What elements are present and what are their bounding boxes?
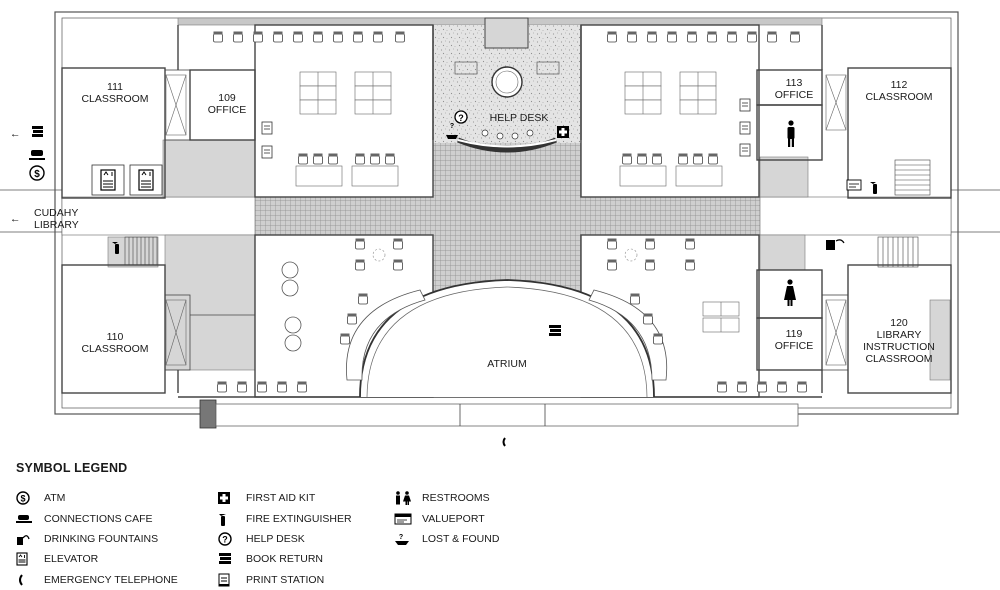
help-desk-counter (454, 61, 560, 153)
legend-item-cafe: CONNECTIONS CAFE (14, 508, 178, 528)
elevator-icon (14, 552, 44, 566)
valueport-icon (846, 179, 862, 191)
shaft-boxes (165, 74, 847, 366)
svg-text:?: ? (450, 123, 454, 130)
help-desk-icon: ? (216, 532, 246, 546)
room-112-number: 112 (891, 79, 908, 91)
legend-label: RESTROOMS (422, 492, 490, 505)
arrow-west-icon: ← (10, 213, 21, 225)
legend-item-extinguisher: FIRE EXTINGUISHER (216, 508, 352, 528)
room-119-name: OFFICE (775, 340, 814, 352)
room-110-name: CLASSROOM (81, 343, 148, 355)
legend-item-print-station: PRINT STATION (216, 570, 352, 590)
legend-column-1: $ ATM CONNECTIONS CAFE DRINKING FOUNTAIN… (14, 488, 178, 590)
legend-label: EMERGENCY TELEPHONE (44, 573, 178, 586)
room-113-name: OFFICE (775, 89, 814, 101)
room-112-name: CLASSROOM (865, 91, 932, 103)
legend-item-valueport: VALUEPORT (392, 508, 499, 528)
room-120-number: 120 (890, 317, 908, 329)
service-areas (107, 139, 951, 381)
legend-item-restrooms: RESTROOMS (392, 488, 499, 508)
elevator-icon (91, 164, 163, 196)
help-desk-icon: ? (454, 110, 468, 124)
first-aid-icon (557, 126, 569, 138)
room-111-number: 111 (107, 81, 123, 93)
legend-label: HELP DESK (246, 532, 305, 545)
cudahy-label-line2: LIBRARY (34, 219, 79, 231)
drinking-fountain-icon (14, 532, 44, 546)
room-120-line2: INSTRUCTION (863, 341, 935, 353)
central-hall (433, 140, 581, 295)
symbol-legend: SYMBOL LEGEND $ ATM CONNECTIONS CAFE DRI… (14, 460, 614, 587)
book-return-icon (216, 553, 246, 565)
legend-item-book-return: BOOK RETURN (216, 549, 352, 569)
fire-extinguisher-icon (216, 512, 246, 526)
help-desk-label: HELP DESK (490, 112, 549, 124)
svg-text:?: ? (458, 113, 464, 123)
fire-extinguisher-icon (112, 182, 877, 254)
legend-item-elevator: ELEVATOR (14, 549, 178, 569)
first-aid-icon (216, 492, 246, 505)
drinking-fountain-icon (826, 239, 845, 250)
restroom-icon (392, 491, 422, 506)
book-return-icon (32, 126, 43, 137)
furniture-east-south (607, 238, 807, 393)
legend-label: DRINKING FOUNTAINS (44, 532, 159, 545)
room-120-line1: LIBRARY (877, 329, 922, 341)
furniture-east-north (607, 31, 800, 187)
svg-text:?: ? (222, 534, 228, 544)
atm-icon: $ (14, 491, 44, 505)
legend-label: ATM (44, 492, 66, 505)
telephone-icon (14, 573, 44, 587)
restroom-icon (784, 120, 796, 306)
print-station-icon (216, 573, 246, 587)
legend-label: PRINT STATION (246, 573, 325, 586)
room-109-number: 109 (218, 92, 236, 104)
room-119-number: 119 (786, 328, 803, 340)
atrium-label: ATRIUM (487, 358, 526, 370)
book-return-icon (549, 325, 561, 336)
legend-column-3: RESTROOMS VALUEPORT ? LOST & FOUND (392, 488, 499, 549)
legend-item-help-desk: ? HELP DESK (216, 529, 352, 549)
atrium (346, 279, 668, 398)
legend-item-atm: $ ATM (14, 488, 178, 508)
atm-icon: $ (29, 165, 45, 181)
stairs (124, 159, 931, 268)
floor-plan: ? ? 111 CLASSROOM 109 OFFICE 110 CLASSRO… (0, 11, 1000, 447)
legend-column-2: FIRST AID KIT FIRE EXTINGUISHER ? HELP D… (216, 488, 352, 590)
room-113-number: 113 (786, 77, 803, 89)
room-110-number: 110 (107, 331, 124, 343)
legend-item-telephone: EMERGENCY TELEPHONE (14, 570, 178, 590)
legend-label: ELEVATOR (44, 553, 99, 566)
svg-text:$: $ (20, 494, 25, 504)
svg-text:$: $ (34, 169, 40, 180)
lost-found-icon: ? (392, 532, 422, 546)
telephone-icon (502, 437, 506, 447)
help-desk-seats (481, 129, 534, 140)
legend-title: SYMBOL LEGEND (16, 461, 128, 475)
legend-label: FIRST AID KIT (246, 492, 316, 505)
coffee-cup-icon (14, 513, 44, 525)
legend-label: LOST & FOUND (422, 532, 500, 545)
legend-label: BOOK RETURN (246, 553, 324, 566)
legend-label: VALUEPORT (422, 512, 485, 525)
legend-label: CONNECTIONS CAFE (44, 512, 153, 525)
room-111-name: CLASSROOM (81, 93, 148, 105)
arrow-west-icon: ← (10, 128, 21, 140)
legend-item-first-aid: FIRST AID KIT (216, 488, 352, 508)
legend-item-fountain: DRINKING FOUNTAINS (14, 529, 178, 549)
room-109-name: OFFICE (208, 104, 247, 116)
coffee-cup-icon (29, 150, 45, 160)
svg-text:?: ? (399, 534, 403, 541)
legend-label: FIRE EXTINGUISHER (246, 512, 352, 525)
room-120-line3: CLASSROOM (865, 353, 932, 365)
cudahy-label-line1: CUDAHY (34, 207, 78, 219)
valueport-icon (392, 513, 422, 525)
lost-found-icon: ? (446, 123, 458, 139)
furniture-west-south (217, 238, 403, 393)
legend-item-lost-found: ? LOST & FOUND (392, 529, 499, 549)
furniture-west-north (213, 31, 405, 187)
